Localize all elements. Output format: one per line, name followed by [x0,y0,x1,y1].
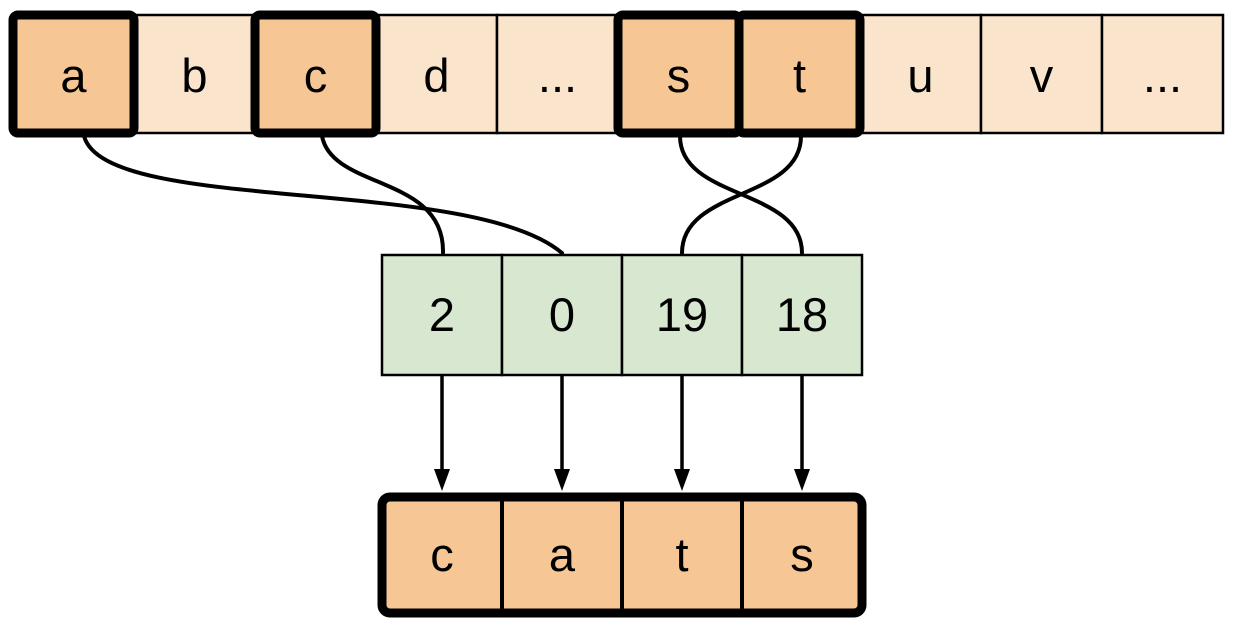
index-label-0: 0 [549,288,575,341]
alphabet-cell-u [858,13,983,135]
alphabet-label-b: b [181,49,207,102]
index-cell-0 [500,253,624,377]
down-arrow-head-1 [434,469,450,491]
index-cell-19 [620,253,744,377]
output-row: c a t s [377,492,867,618]
output-label-t: t [675,528,688,581]
alphabet-label-s: s [667,49,691,102]
down-arrow-head-2 [554,469,570,491]
alphabet-cell-d [374,13,499,135]
alphabet-label-u: u [907,49,933,102]
down-arrow-head-3 [674,469,690,491]
mapping-curves [82,134,804,255]
index-label-2: 2 [429,288,455,341]
alphabet-label-d: d [423,49,449,102]
alphabet-cell-c-highlighted [250,10,381,138]
output-label-s: s [790,528,814,581]
index-label-19: 19 [656,288,708,341]
index-cell-2 [380,253,504,377]
alphabet-label-ellipsis-2: ... [1143,49,1182,102]
alphabet-cell-v [979,13,1104,135]
index-row: 2 0 19 18 [380,253,864,377]
alphabet-label-t: t [793,49,806,102]
alphabet-cell-b [132,13,257,135]
alphabet-cell-ellipsis-2 [1100,13,1225,135]
index-label-18: 18 [776,288,828,341]
mapping-curve-c-to-2 [320,134,446,255]
index-to-output-arrows [434,376,810,491]
mapping-curve-a-to-0 [82,134,564,255]
alphabet-label-a: a [60,49,87,102]
output-label-c: c [430,528,454,581]
output-label-a: a [549,528,576,581]
alphabet-row: a b c d ... s t u v ... [8,10,1225,138]
alphabet-label-c: c [304,49,328,102]
alphabet-cell-ellipsis-1 [495,13,620,135]
alphabet-cell-t-highlighted [734,10,865,138]
down-arrow-head-4 [794,469,810,491]
alphabet-cell-a-highlighted [8,10,139,138]
mapping-curve-t-to-19 [680,134,803,255]
alphabet-label-ellipsis-1: ... [538,49,577,102]
index-cell-18 [740,253,864,377]
alphabet-label-v: v [1030,49,1054,102]
